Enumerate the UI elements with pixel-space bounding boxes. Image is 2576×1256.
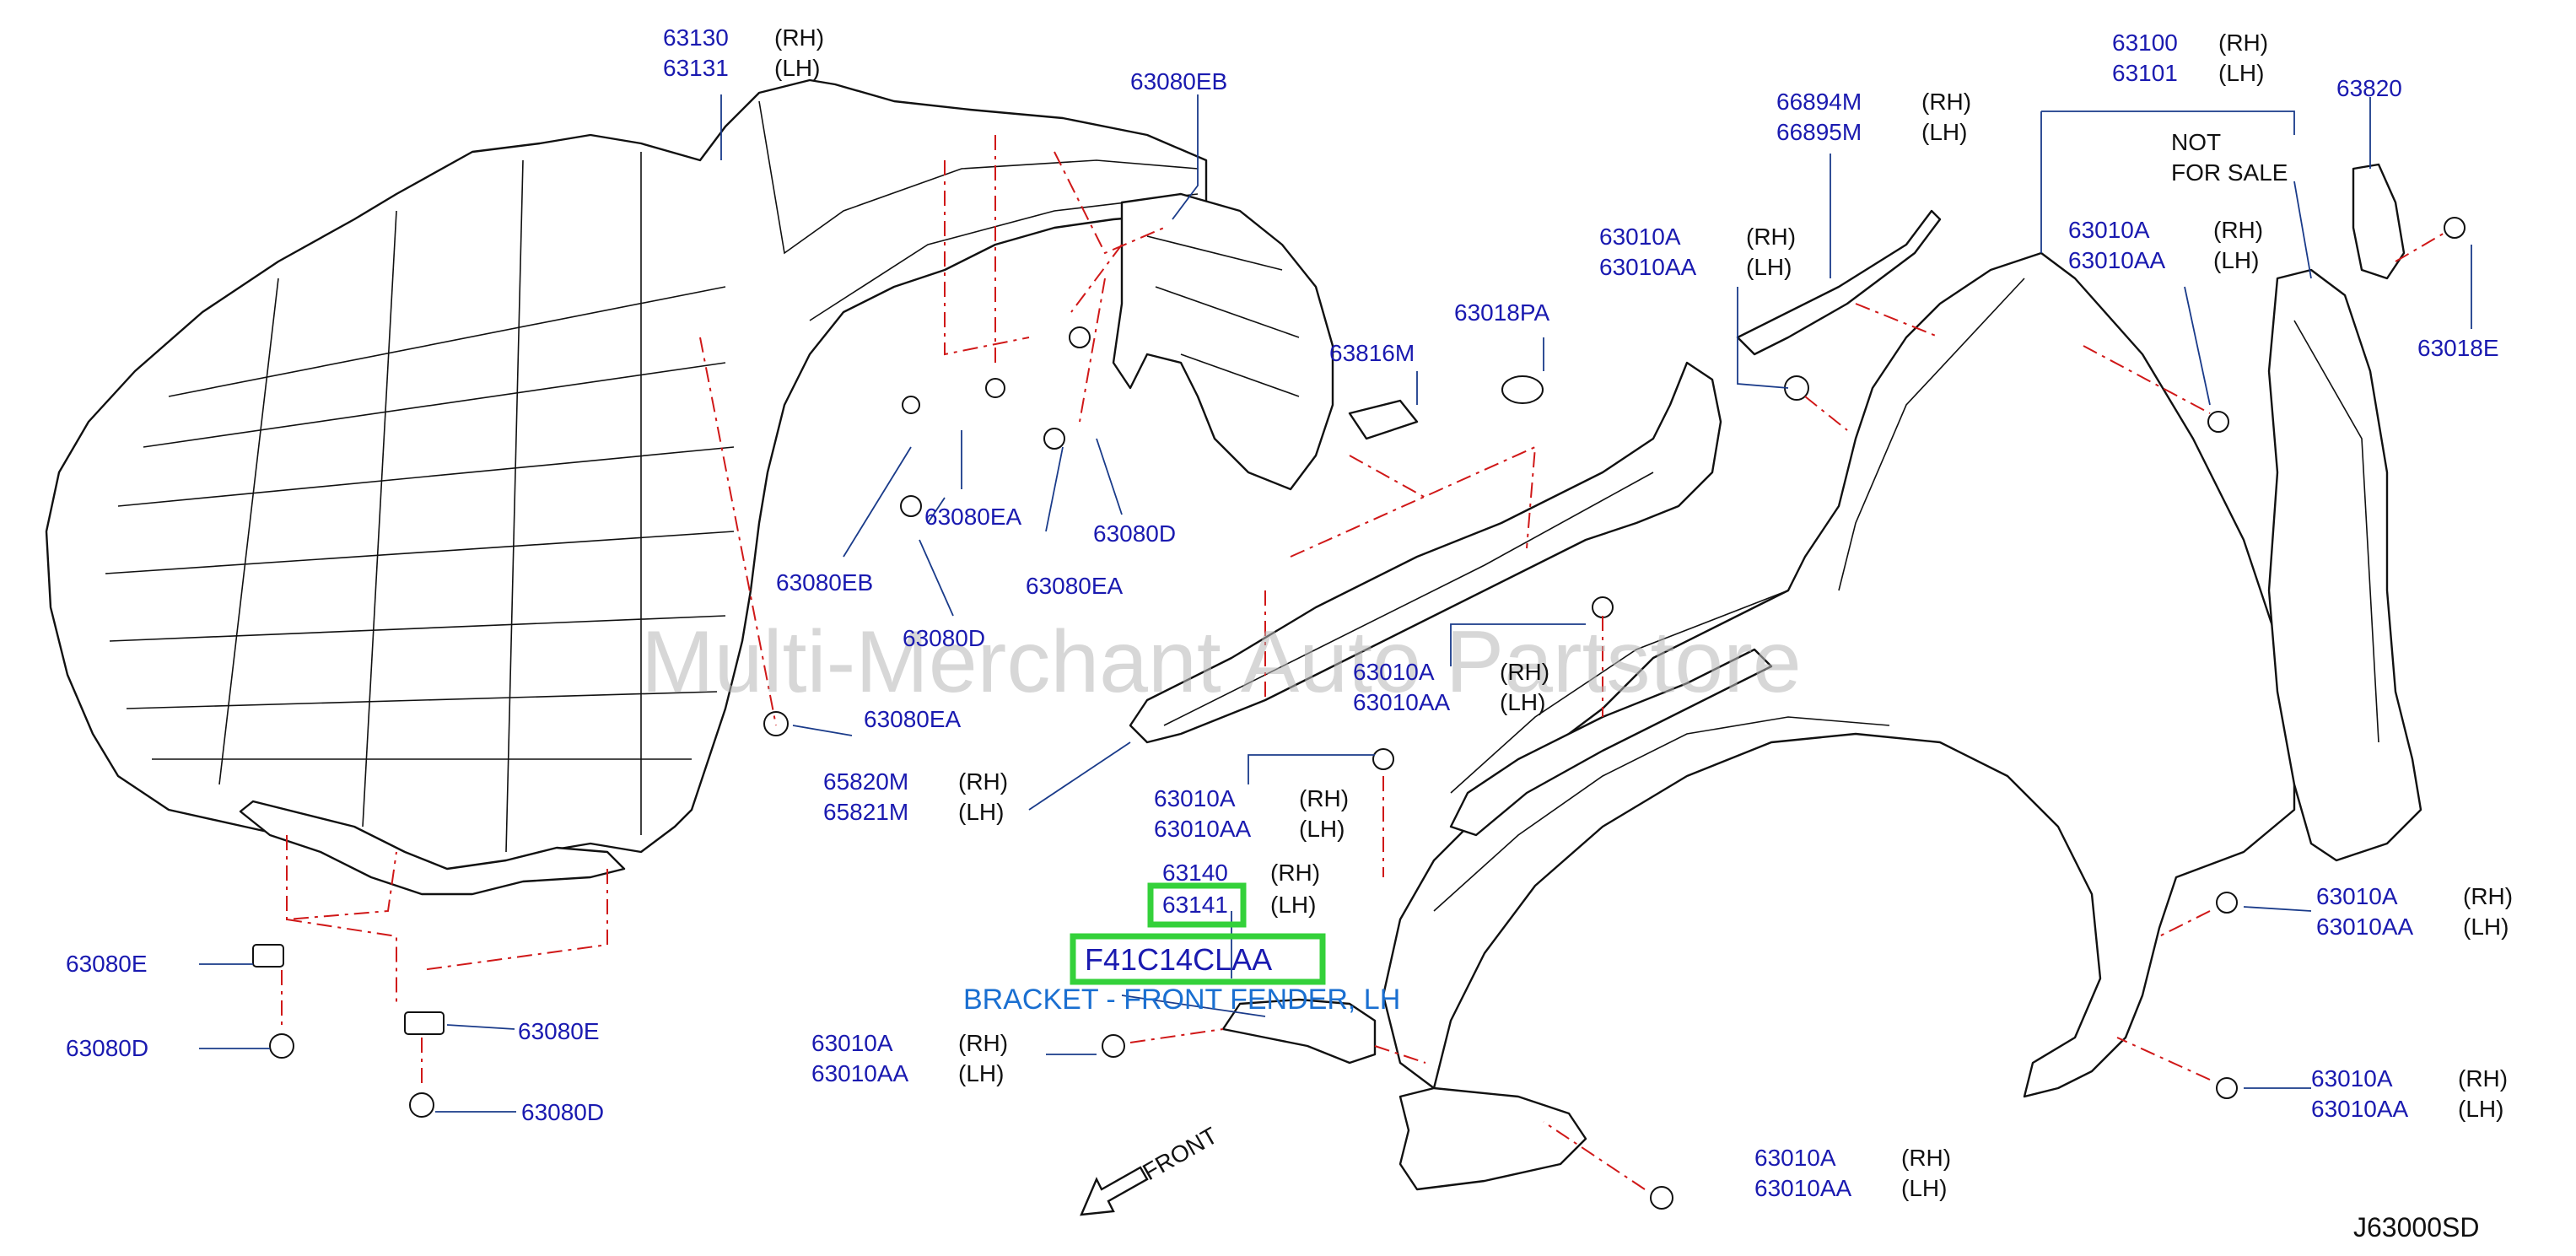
assembly-lines xyxy=(281,135,2447,1190)
label-63080E-2[interactable]: 63080E xyxy=(518,1018,600,1044)
insulator-pad xyxy=(1348,399,1419,440)
label-63080EB-top[interactable]: 63080EB xyxy=(1130,68,1227,94)
label-66895M[interactable]: 66895M xyxy=(1776,119,1862,145)
fender-extension-bracket xyxy=(1129,361,1722,744)
highlighted-caption: BRACKET - FRONT FENDER, LH xyxy=(963,984,1400,1016)
side-rh: (RH) xyxy=(2218,30,2268,56)
side-rh: (RH) xyxy=(1500,659,1549,685)
label-63100[interactable]: 63100 xyxy=(2112,30,2178,56)
side-lh: (LH) xyxy=(774,55,820,81)
label-63010AA-1[interactable]: 63010AA xyxy=(1599,254,1697,280)
side-rh: (RH) xyxy=(958,1030,1008,1056)
diagram-reference-code: J63000SD xyxy=(2353,1212,2479,1243)
fasteners xyxy=(252,217,2466,1210)
label-63080D-3[interactable]: 63080D xyxy=(66,1035,148,1061)
side-lh: (LH) xyxy=(958,799,1004,825)
splash-shield xyxy=(1112,192,1334,491)
label-63010AA-7[interactable]: 63010AA xyxy=(2311,1096,2409,1122)
leader-lines xyxy=(199,94,2472,1113)
highlight-box-code xyxy=(1070,933,1326,985)
label-63131[interactable]: 63131 xyxy=(663,55,729,81)
label-63010A-2[interactable]: 63010A xyxy=(2068,217,2150,243)
side-rh: (RH) xyxy=(774,24,824,51)
label-63101[interactable]: 63101 xyxy=(2112,60,2178,86)
label-63080D-4[interactable]: 63080D xyxy=(521,1099,604,1125)
fender-liner xyxy=(45,78,1208,879)
side-lh: (LH) xyxy=(1270,892,1316,918)
label-63080EA-1[interactable]: 63080EA xyxy=(924,504,1022,530)
label-63010AA-4[interactable]: 63010AA xyxy=(1154,816,1252,842)
label-63010AA-2[interactable]: 63010AA xyxy=(2068,247,2166,273)
fender-apron xyxy=(1449,648,1773,837)
label-65820M[interactable]: 65820M xyxy=(823,768,908,795)
side-lh: (LH) xyxy=(1746,254,1792,280)
side-rh: (RH) xyxy=(958,768,1008,795)
label-63010A-6[interactable]: 63010A xyxy=(2316,883,2398,909)
side-lh: (LH) xyxy=(958,1060,1004,1086)
mud-guard-piece xyxy=(2352,163,2406,280)
label-63816M[interactable]: 63816M xyxy=(1329,340,1415,366)
front-fender xyxy=(1382,251,2296,1098)
label-63018E[interactable]: 63018E xyxy=(2417,335,2499,361)
label-63010A-8[interactable]: 63010A xyxy=(1754,1145,1836,1171)
side-lh: (LH) xyxy=(2213,247,2259,273)
liner-bottom-flap xyxy=(239,800,626,896)
front-direction: FRONT xyxy=(1080,1122,1222,1216)
side-rh: (RH) xyxy=(1901,1145,1951,1171)
label-63010AA-8[interactable]: 63010AA xyxy=(1754,1175,1852,1201)
label-63080EB-2[interactable]: 63080EB xyxy=(776,569,873,596)
label-63140[interactable]: 63140 xyxy=(1162,860,1228,886)
highlight xyxy=(1070,882,1326,985)
label-63010A-7[interactable]: 63010A xyxy=(2311,1065,2393,1092)
side-rh: (RH) xyxy=(2463,883,2513,909)
label-63010AA-3[interactable]: 63010AA xyxy=(1353,689,1451,715)
side-lh: (LH) xyxy=(2463,914,2509,940)
label-63080EA-2[interactable]: 63080EA xyxy=(1026,573,1124,599)
side-lh: (LH) xyxy=(1921,119,1967,145)
label-63010A-5[interactable]: 63010A xyxy=(811,1030,893,1056)
watermark: Multi-Merchant Auto Partstore xyxy=(641,613,1802,711)
label-63080E-1[interactable]: 63080E xyxy=(66,951,148,977)
side-rh: (RH) xyxy=(1299,785,1349,811)
highlight-box-part xyxy=(1147,882,1247,928)
label-63080EA-3[interactable]: 63080EA xyxy=(864,706,962,732)
side-rh: (RH) xyxy=(1270,860,1320,886)
label-63820[interactable]: 63820 xyxy=(2336,75,2402,101)
label-63010AA-5[interactable]: 63010AA xyxy=(811,1060,909,1086)
grommet-cap xyxy=(1501,375,1544,404)
side-lh: (LH) xyxy=(1299,816,1345,842)
side-lh: (LH) xyxy=(1500,689,1545,715)
fender-lower-bracket xyxy=(1398,1086,1587,1191)
part-labels: 63130 (RH) 63131 (LH) 63080EB 66894M (RH… xyxy=(66,24,2513,1201)
label-63080D-1[interactable]: 63080D xyxy=(1093,520,1176,547)
side-lh: (LH) xyxy=(1901,1175,1947,1201)
label-63080D-2[interactable]: 63080D xyxy=(903,625,985,651)
side-lh: (LH) xyxy=(2218,60,2264,86)
label-65821M[interactable]: 65821M xyxy=(823,799,908,825)
label-66894M[interactable]: 66894M xyxy=(1776,89,1862,115)
side-rh: (RH) xyxy=(1746,224,1796,250)
label-63018PA[interactable]: 63018PA xyxy=(1454,299,1549,326)
label-63130[interactable]: 63130 xyxy=(663,24,729,51)
side-lh: (LH) xyxy=(2458,1096,2503,1122)
label-63141-highlighted[interactable]: 63141 xyxy=(1162,892,1228,918)
front-arrow-icon xyxy=(1080,1166,1149,1216)
label-63010A-3[interactable]: 63010A xyxy=(1353,659,1435,685)
label-63010A-4[interactable]: 63010A xyxy=(1154,785,1236,811)
front-label: FRONT xyxy=(1139,1122,1222,1185)
side-rh: (RH) xyxy=(1921,89,1971,115)
not-for-sale-line1: NOT xyxy=(2171,129,2221,155)
label-63010A-1[interactable]: 63010A xyxy=(1599,224,1681,250)
side-rh: (RH) xyxy=(2213,217,2263,243)
not-for-sale-line2: FOR SALE xyxy=(2171,159,2288,186)
side-rh: (RH) xyxy=(2458,1065,2508,1092)
label-63010AA-6[interactable]: 63010AA xyxy=(2316,914,2414,940)
fender-seal xyxy=(1736,209,1942,356)
fender-rear-bracket xyxy=(2267,268,2422,862)
highlighted-code[interactable]: F41C14CLAA xyxy=(1085,942,1272,977)
